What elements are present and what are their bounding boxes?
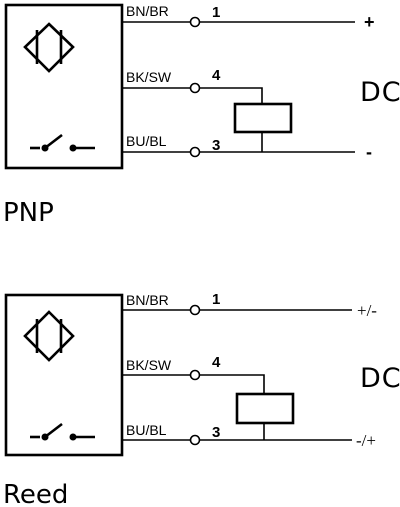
reed-wire-label-bn: BN/BR — [126, 292, 169, 308]
pnp-wire-label-bn: BN/BR — [126, 3, 169, 19]
reed-supply-label: DC — [360, 363, 400, 394]
pnp-wire-label-bu: BU/BL — [126, 133, 167, 149]
reed-sensing-symbol-icon — [23, 310, 75, 362]
pnp-load — [233, 102, 293, 134]
reed-sensor-housing — [4, 293, 124, 457]
pnp-supply-label: DC — [360, 77, 400, 108]
pnp-pin-4: 4 — [212, 67, 221, 84]
pnp-switch-icon — [30, 133, 95, 152]
pnp-diagram: BN/BR 1 BK/SW 4 BU/BL 3 + DC - PNP — [3, 3, 400, 228]
reed-bottom-terminal: -/+ — [356, 431, 376, 450]
pnp-terminal-3 — [189, 146, 201, 158]
pnp-sensing-symbol-icon — [23, 22, 75, 73]
pnp-title: PNP — [3, 198, 54, 228]
reed-pin-4: 4 — [212, 354, 221, 371]
reed-terminal-1 — [189, 304, 201, 316]
pnp-terminal-4 — [189, 82, 201, 94]
reed-wire-label-bk: BK/SW — [126, 357, 172, 373]
reed-switch-icon — [30, 422, 95, 441]
reed-diagram: BN/BR 1 BK/SW 4 BU/BL 3 +/- DC -/+ Reed — [3, 291, 400, 507]
reed-top-terminal: +/- — [357, 301, 377, 320]
reed-terminal-3 — [189, 434, 201, 446]
reed-pin-1: 1 — [212, 291, 220, 308]
reed-pin-3: 3 — [212, 424, 220, 441]
reed-terminal-4 — [189, 369, 201, 381]
pnp-sensor-housing — [4, 3, 124, 170]
reed-title: Reed — [3, 480, 68, 507]
reed-wire-label-bu: BU/BL — [126, 422, 167, 438]
pnp-plus-terminal: + — [364, 12, 375, 32]
reed-load — [235, 392, 295, 425]
pnp-pin-1: 1 — [212, 4, 220, 21]
pnp-terminal-1 — [189, 16, 201, 28]
pnp-minus-terminal: - — [366, 142, 372, 162]
pnp-wire-label-bk: BK/SW — [126, 69, 172, 85]
pnp-pin-3: 3 — [212, 137, 220, 154]
